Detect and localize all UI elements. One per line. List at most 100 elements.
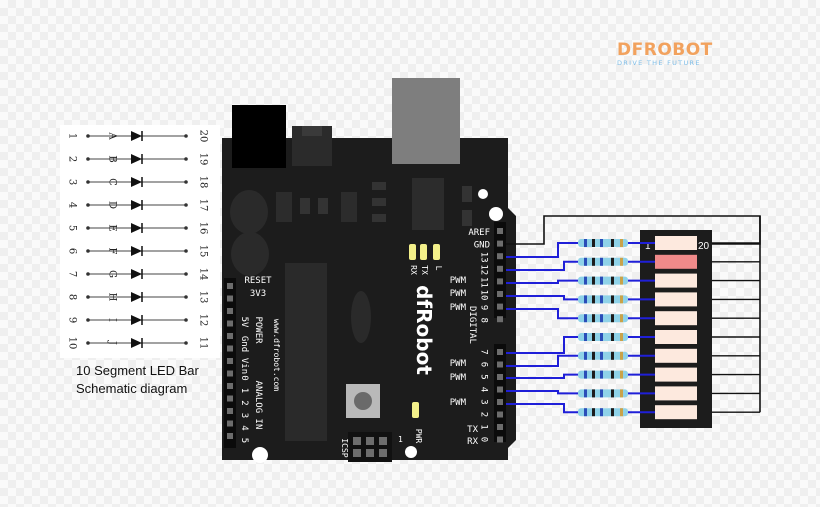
diode-icon — [131, 269, 142, 279]
header-pin — [227, 333, 233, 339]
schematic-row: 2 B 19 — [67, 153, 209, 166]
digital-pin-label: 11 — [479, 277, 489, 288]
board-url: www.dfrobot.com — [272, 319, 281, 391]
resistor-band — [600, 408, 603, 417]
caption-line-1: 10 Segment LED Bar — [76, 363, 199, 378]
schematic-left-pin: 1 — [67, 133, 78, 139]
header-pin — [227, 420, 233, 427]
schematic-segment-label: B — [107, 155, 118, 162]
schematic-segment-label: C — [107, 178, 118, 186]
resistor-band — [600, 351, 603, 360]
schematic-node — [86, 341, 90, 345]
resistor — [578, 408, 628, 417]
schematic-segment-label: H — [107, 293, 118, 302]
schematic-node — [86, 318, 90, 322]
schematic-right-pin: 14 — [198, 268, 209, 281]
resistor-band — [600, 276, 603, 285]
caption-line-2: Schematic diagram — [76, 381, 188, 396]
analog-pin-label: 1 — [239, 388, 249, 393]
resistor-band — [600, 389, 603, 398]
resistor-band — [584, 389, 587, 398]
digital-pin-label: 13 — [479, 252, 489, 263]
analog-pin-label: 3 — [239, 413, 249, 418]
header-pin — [497, 303, 503, 310]
header-pin — [497, 228, 503, 234]
analog-pin-label: 5 — [239, 438, 249, 443]
resistor-band — [584, 239, 587, 247]
schematic-node — [184, 203, 188, 207]
led-segment — [655, 405, 697, 420]
resistor-band — [620, 370, 623, 379]
resistor-band — [592, 333, 595, 341]
resistor-band — [584, 295, 587, 304]
diode-icon — [131, 292, 142, 302]
header-pin — [497, 240, 503, 247]
diode-icon — [131, 223, 142, 233]
digital-pin-label: 3 — [479, 399, 489, 404]
digital-pin-label: AREF — [468, 228, 490, 238]
resistor-band — [620, 389, 623, 398]
icsp-pin-one: 1 — [398, 435, 403, 444]
resistor-band — [620, 408, 623, 417]
icsp-label: ICSP — [340, 438, 349, 457]
diode-icon — [131, 246, 142, 256]
resistor-band — [592, 257, 595, 266]
smd-led — [433, 244, 440, 260]
resistor-band — [584, 333, 587, 341]
header-pin — [227, 383, 233, 389]
arduino-board — [222, 78, 516, 463]
schematic-left-pin: 5 — [67, 225, 78, 231]
led-segment — [655, 367, 697, 382]
resistor-band — [584, 276, 587, 285]
resistor — [578, 314, 628, 323]
schematic-left-pin: 10 — [67, 337, 78, 350]
mount-hole — [478, 189, 488, 199]
header-pin — [227, 320, 233, 327]
resistor-band — [584, 351, 587, 360]
schematic-right-pin: 13 — [198, 291, 209, 304]
power-pin-label: 3V3 — [250, 289, 266, 299]
schematic-left-pin: 7 — [67, 271, 78, 277]
board-logo: dfRobot — [412, 285, 436, 375]
resistor-band — [620, 314, 623, 323]
microcontroller-chip — [285, 263, 327, 441]
ledbar-pin-left: 1 — [645, 241, 651, 252]
power-pin-label: RESET — [244, 276, 272, 286]
resistor-band — [611, 276, 614, 285]
digital-pin-label: 10 — [479, 290, 489, 301]
resistor-band — [611, 370, 614, 379]
header-pin — [379, 437, 387, 445]
header-pin — [497, 361, 503, 368]
schematic-left-pin: 9 — [67, 317, 78, 323]
resistor-band — [592, 239, 595, 247]
header-pin — [227, 370, 233, 377]
resistor-band — [592, 389, 595, 398]
resistor-band — [611, 239, 614, 247]
schematic-right-pin: 19 — [198, 153, 209, 166]
digital-pin-label: 0 — [479, 437, 489, 442]
pwm-label: PWM — [450, 303, 467, 313]
led-segment — [655, 348, 697, 363]
header-pin — [497, 278, 503, 285]
usb-connector — [392, 78, 460, 164]
led-segment — [655, 273, 697, 288]
pwm-label: PWM — [450, 276, 467, 286]
schematic-right-pin: 11 — [198, 337, 209, 350]
header-pin — [497, 316, 503, 323]
schematic-left-pin: 2 — [67, 156, 78, 162]
resistor-band — [600, 239, 603, 247]
diode-icon — [131, 177, 142, 187]
resistor-band — [584, 370, 587, 379]
signal-wire — [506, 336, 578, 354]
diode-icon — [131, 154, 142, 164]
resistor-band — [592, 314, 595, 323]
header-pin — [497, 374, 503, 380]
schematic-segment-label: I — [107, 318, 118, 322]
smd-led — [420, 244, 427, 260]
digital-pin-label: 7 — [479, 349, 489, 354]
